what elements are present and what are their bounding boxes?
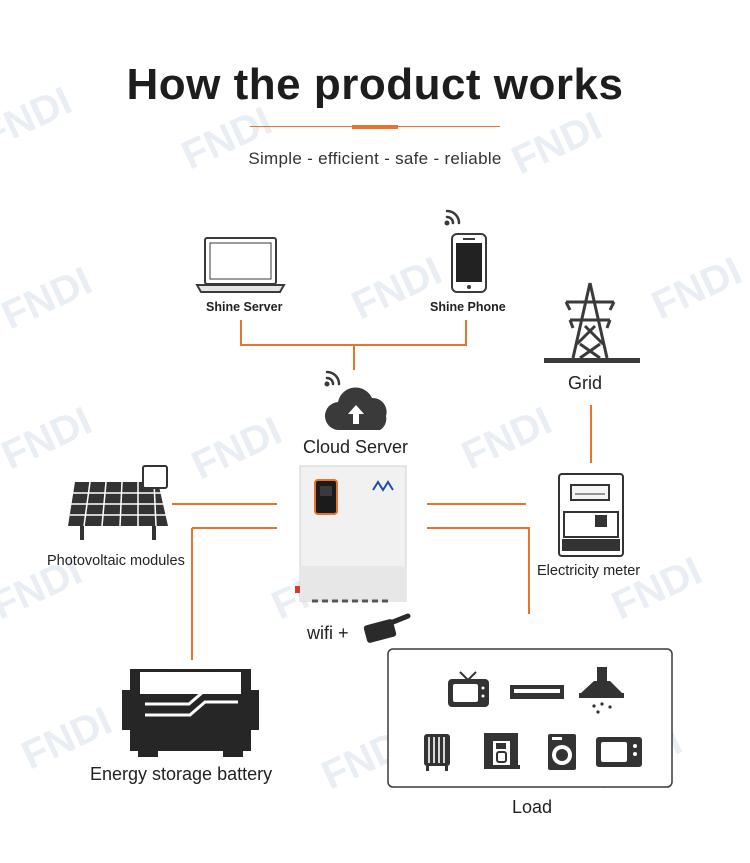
cloud-server-label: Cloud Server	[303, 437, 409, 457]
coffee-machine-icon	[484, 733, 520, 769]
inverter-icon	[295, 465, 407, 603]
wifi-label: wifi +	[307, 623, 349, 643]
range-hood-icon	[579, 667, 624, 714]
oil-heater-icon	[424, 734, 450, 771]
wifi-signal-icon	[444, 209, 461, 226]
electricity-meter-label: Electricity meter	[537, 563, 641, 579]
page-title: How the product works	[126, 60, 624, 109]
air-conditioner-icon	[510, 685, 564, 699]
solar-panel-icon	[68, 465, 168, 540]
photovoltaic-modules-label: Photovoltaic modules	[47, 553, 185, 569]
grid-label: Grid	[568, 373, 603, 393]
wifi-signal-icon	[324, 370, 341, 387]
electricity-meter-icon	[558, 473, 624, 557]
connector-inverter-load	[427, 527, 530, 614]
smartphone-icon	[451, 233, 487, 293]
transmission-tower-icon	[544, 282, 640, 363]
energy-storage-battery-label: Energy storage battery	[90, 764, 273, 784]
page-subtitle: Simple - efficient - safe - reliable	[248, 149, 502, 168]
title-underline-accent	[352, 125, 398, 129]
wifi-dongle-icon	[363, 613, 411, 643]
load-label: Load	[512, 797, 553, 817]
connector-lines	[172, 320, 592, 660]
laptop-icon	[195, 237, 286, 293]
tv-icon	[448, 671, 489, 707]
shine-server-label: Shine Server	[206, 300, 283, 314]
washing-machine-icon	[548, 734, 576, 770]
connector-server-phone	[240, 320, 467, 346]
microwave-icon	[596, 737, 642, 767]
shine-phone-label: Shine Phone	[430, 300, 506, 314]
cloud-upload-icon	[324, 387, 387, 431]
battery-icon	[122, 669, 259, 757]
